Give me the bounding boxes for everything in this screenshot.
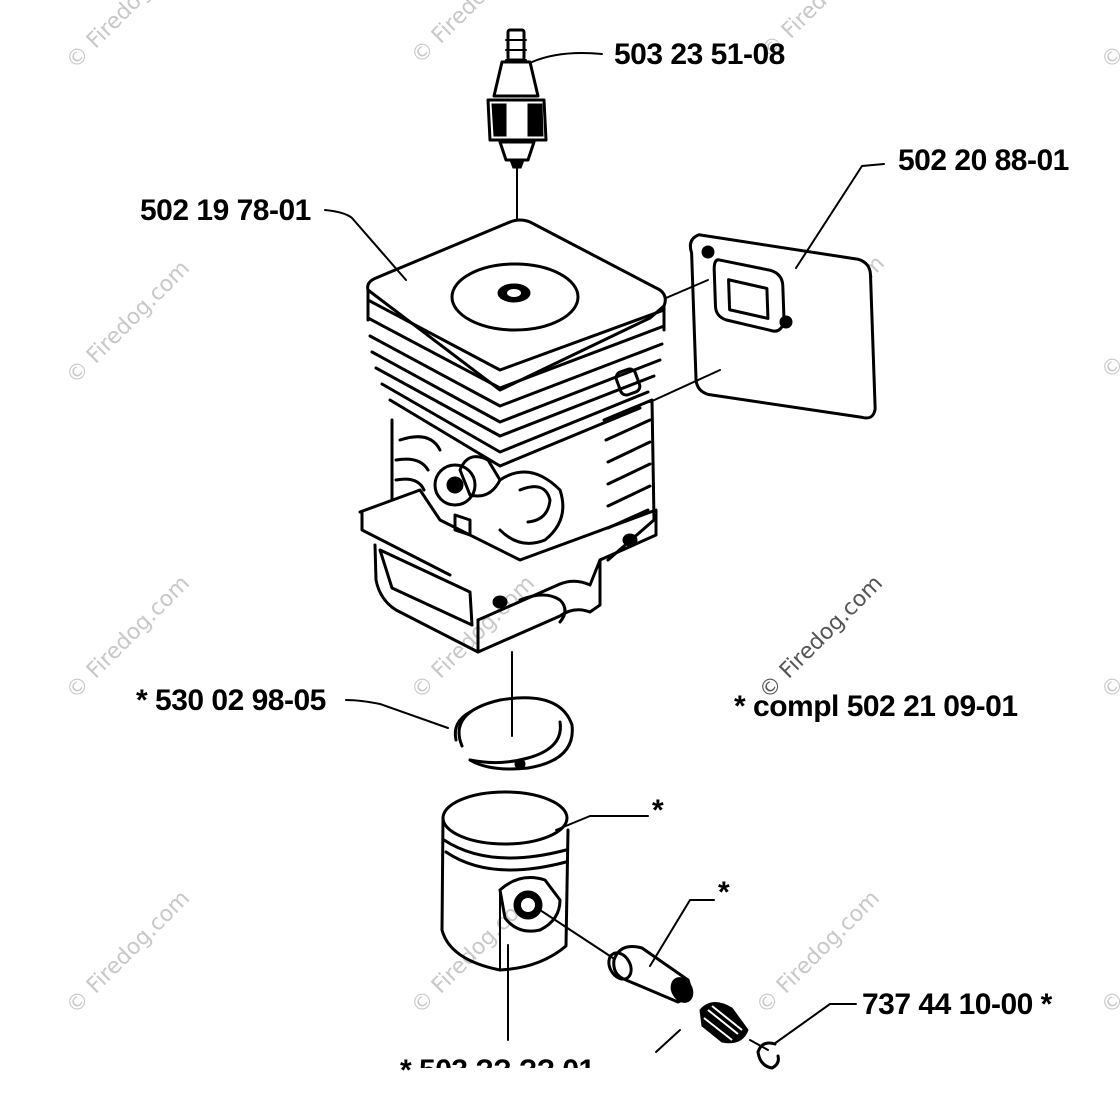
watermark-dark: © Firedog.com <box>755 571 888 704</box>
piston-ring-part <box>453 689 574 771</box>
label-piston: * <box>652 794 664 827</box>
watermark: © Firedog.com <box>1097 251 1120 384</box>
watermark: © Firedog.com <box>1097 0 1120 74</box>
label-kit: * compl 502 21 09-01 <box>734 690 1018 723</box>
watermark: © Firedog.com <box>62 0 195 74</box>
label-circlip: 737 44 10-00 * <box>862 988 1053 1021</box>
label-piston-pin: * <box>718 876 730 909</box>
label-cylinder: 502 19 78-01 <box>140 194 311 227</box>
piston-part <box>440 790 617 1041</box>
piston-pin-part <box>607 945 694 1004</box>
circlip-part <box>756 1041 780 1070</box>
watermark: © Firedog.com <box>1097 886 1120 1019</box>
watermark: © Firedog.com <box>407 571 540 704</box>
gasket-part <box>649 233 877 420</box>
needle-bearing-part <box>655 1002 769 1053</box>
label-spark-plug: 503 23 51-08 <box>614 38 785 71</box>
watermark: © Firedog.com <box>1097 571 1120 704</box>
leader-lines <box>324 52 885 1045</box>
watermark: © Firedog.com <box>62 886 195 1019</box>
cylinder-part <box>358 218 667 691</box>
label-gasket: 502 20 88-01 <box>898 144 1069 177</box>
crop-mask <box>420 1068 680 1104</box>
watermark: © Firedog.com <box>62 256 195 389</box>
part-number-labels: 503 23 51-08 502 19 78-01 502 20 88-01 *… <box>136 38 1069 1087</box>
label-piston-ring: * 530 02 98-05 <box>136 684 326 717</box>
